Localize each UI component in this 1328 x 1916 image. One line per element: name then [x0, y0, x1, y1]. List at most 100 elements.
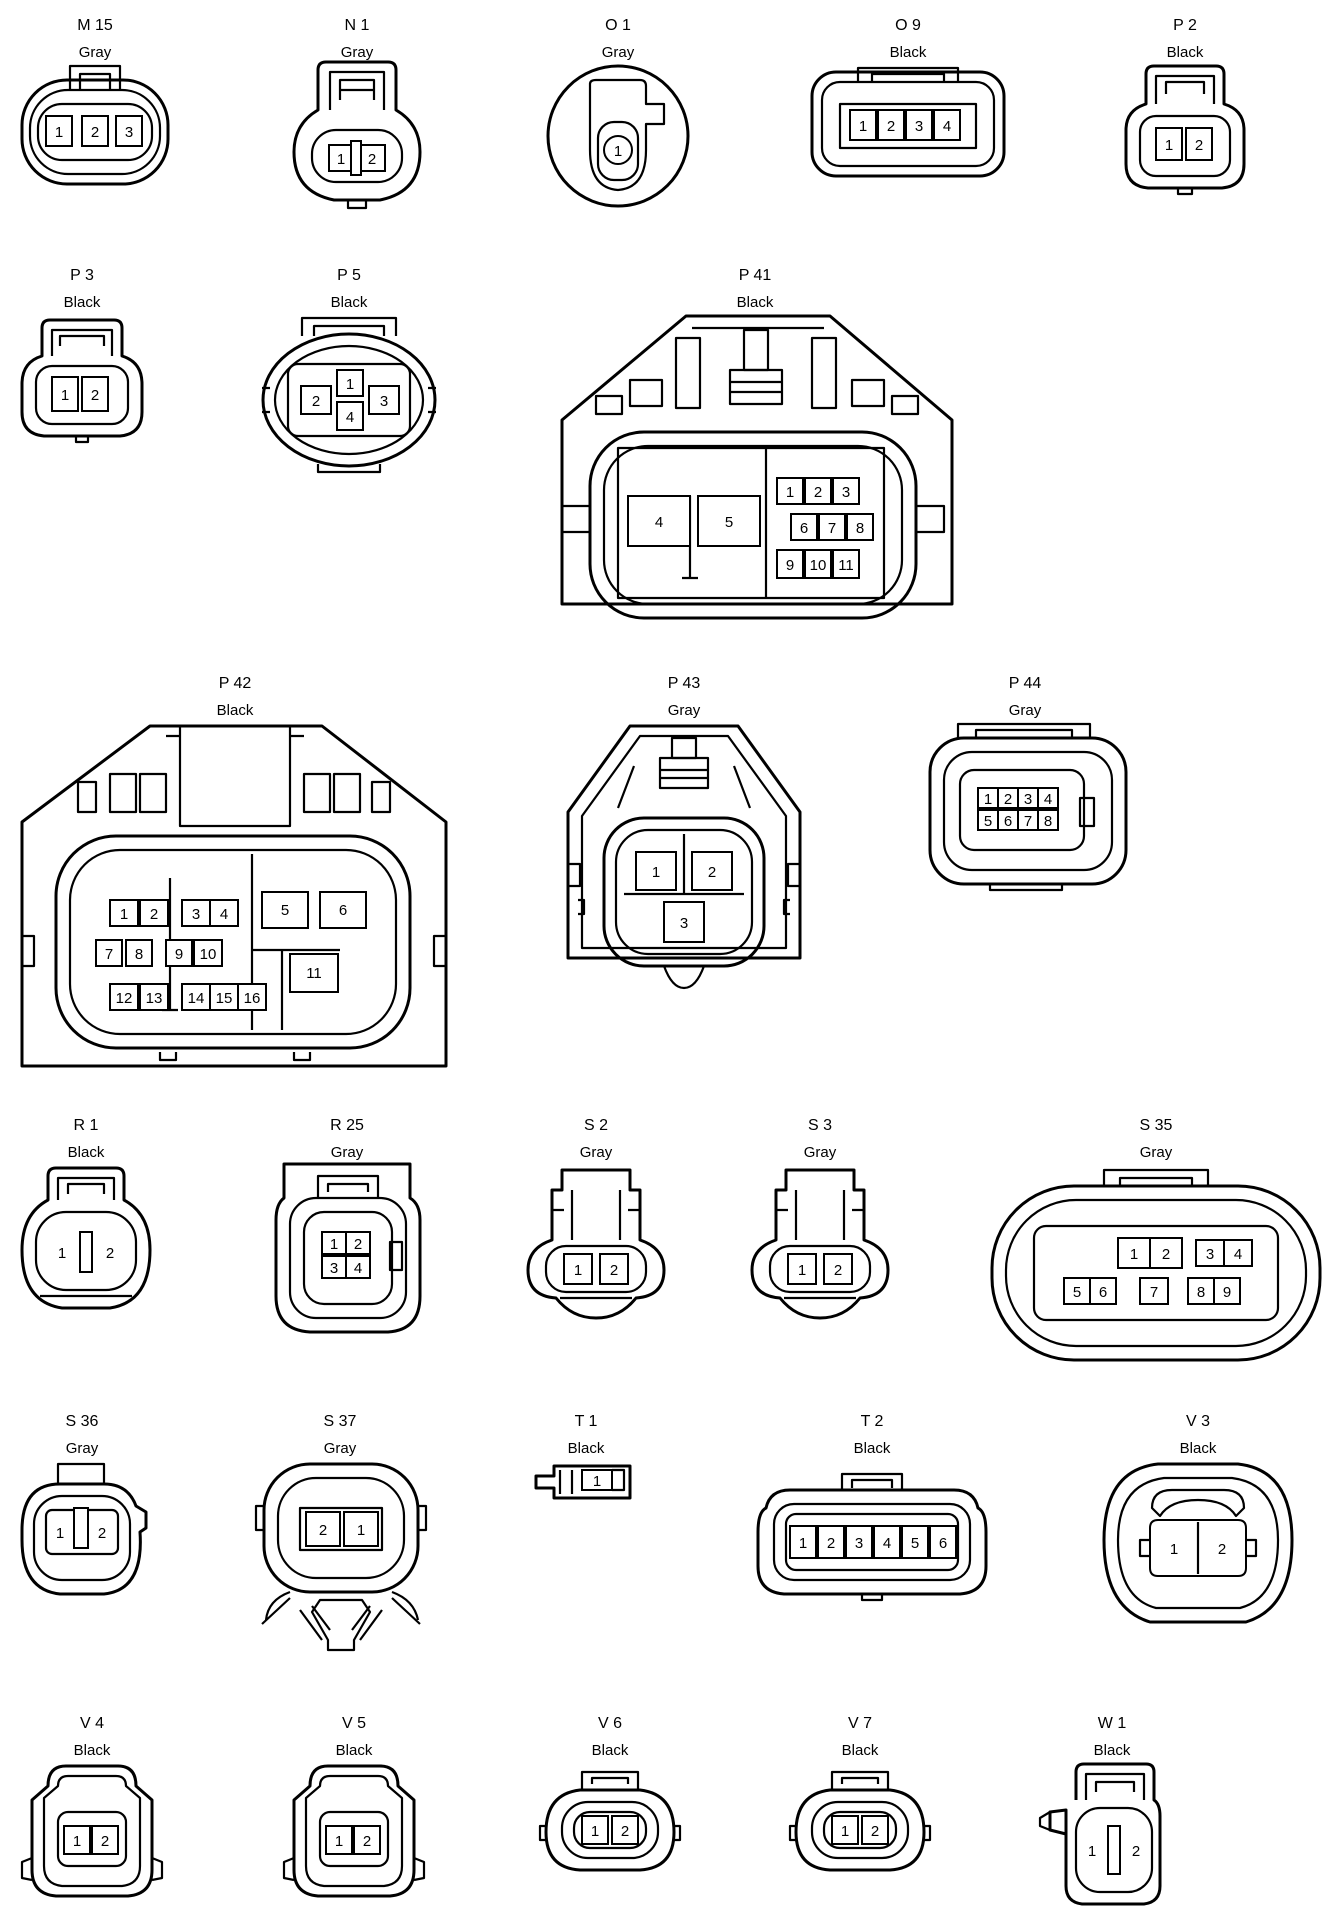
pin-label: 10: [200, 946, 217, 963]
pin-label: 1: [337, 151, 345, 168]
pin-label: 13: [146, 990, 163, 1007]
pin-label: 5: [281, 902, 289, 919]
pin-label: 7: [105, 946, 113, 963]
pin-label: 5: [984, 813, 992, 830]
connector-p43: P 43 Gray 1 2 3: [566, 675, 802, 990]
connector-color: Black: [842, 1742, 879, 1759]
pin-label: 4: [1044, 791, 1052, 808]
connector-code: P 44: [1009, 675, 1042, 692]
pin-label: 6: [339, 902, 347, 919]
pin-label: 1: [56, 1525, 64, 1542]
pin-label: 2: [1132, 1843, 1140, 1860]
pin-label: 1: [1165, 137, 1173, 154]
pin-label: 8: [135, 946, 143, 963]
pin-label: 3: [125, 124, 133, 141]
pin-label: 2: [368, 151, 376, 168]
pin-label: 1: [1130, 1246, 1138, 1263]
pin-label: 14: [188, 990, 205, 1007]
connector-code: P 3: [70, 267, 94, 284]
pin-label: 2: [1218, 1541, 1226, 1558]
connector-color: Gray: [1009, 702, 1042, 719]
connector-code: V 4: [80, 1715, 104, 1732]
pin-label: 9: [175, 946, 183, 963]
pin-label: 8: [856, 520, 864, 537]
pin-label: 2: [1004, 791, 1012, 808]
connector-v7: V 7 Black 1 2: [788, 1715, 932, 1872]
connector-code: S 35: [1140, 1117, 1173, 1134]
pin-label: 2: [312, 393, 320, 410]
pin-label: 8: [1044, 813, 1052, 830]
connector-p3: P 3 Black 1 2: [20, 267, 144, 444]
connector-color: Black: [890, 44, 927, 61]
pin-label: 3: [1206, 1246, 1214, 1263]
pin-label: 2: [106, 1245, 114, 1262]
pin-label: 2: [91, 124, 99, 141]
connector-code: T 2: [861, 1413, 884, 1430]
pin-label: 4: [655, 514, 663, 531]
connector-s37: S 37 Gray 2 1: [254, 1413, 428, 1652]
pin-label: 5: [725, 514, 733, 531]
pin-label: 1: [330, 1236, 338, 1253]
connector-code: V 7: [848, 1715, 872, 1732]
connector-code: P 43: [668, 675, 701, 692]
pin-label: 4: [346, 409, 354, 426]
connector-p42: P 42 Black 1 2 3 4 5 6 7 8 9 10 11 12 13…: [20, 675, 448, 1068]
pin-label: 3: [192, 906, 200, 923]
connector-color: Black: [1180, 1440, 1217, 1457]
connector-code: V 6: [598, 1715, 622, 1732]
connector-v5: V 5 Black 1 2: [282, 1715, 426, 1898]
connector-t2: T 2 Black 1 2 3 4 5 6: [756, 1413, 988, 1602]
connector-code: P 2: [1173, 17, 1197, 34]
pin-label: 9: [786, 557, 794, 574]
connector-color: Gray: [804, 1144, 837, 1161]
pin-label: 1: [799, 1535, 807, 1552]
connector-code: S 36: [66, 1413, 99, 1430]
pin-label: 4: [220, 906, 228, 923]
pin-label: 1: [574, 1262, 582, 1279]
pin-label: 2: [621, 1823, 629, 1840]
connector-code: S 3: [808, 1117, 832, 1134]
connector-color: Gray: [668, 702, 701, 719]
pin-label: 2: [610, 1262, 618, 1279]
connector-code: V 3: [1186, 1413, 1210, 1430]
connector-color: Black: [1167, 44, 1204, 61]
connector-code: N 1: [345, 17, 370, 34]
pin-label: 2: [827, 1535, 835, 1552]
pin-label: 3: [680, 915, 688, 932]
pin-label: 2: [101, 1833, 109, 1850]
connector-color: Gray: [341, 44, 374, 61]
connector-code: R 1: [74, 1117, 99, 1134]
connector-code: S 37: [324, 1413, 357, 1430]
connector-color: Gray: [1140, 1144, 1173, 1161]
pin-label: 1: [859, 118, 867, 135]
pin-label: 6: [1004, 813, 1012, 830]
connector-t1: T 1 Black 1: [534, 1413, 632, 1500]
pin-label: 11: [306, 965, 322, 982]
pin-label: 1: [73, 1833, 81, 1850]
connector-r1: R 1 Black 1 2: [20, 1117, 152, 1310]
pin-label: 2: [363, 1833, 371, 1850]
pin-label: 1: [798, 1262, 806, 1279]
pin-label: 2: [834, 1262, 842, 1279]
connector-color: Black: [64, 294, 101, 311]
pin-label: 6: [800, 520, 808, 537]
pin-label: 1: [346, 376, 354, 393]
pin-label: 3: [842, 484, 850, 501]
connector-code: O 1: [605, 17, 631, 34]
pin-label: 1: [61, 387, 69, 404]
pin-label: 16: [244, 990, 261, 1007]
pin-label: 7: [1150, 1284, 1158, 1301]
connector-color: Black: [336, 1742, 373, 1759]
pin-label: 1: [591, 1823, 599, 1840]
connector-color: Gray: [331, 1144, 364, 1161]
pin-label: 4: [354, 1260, 362, 1277]
pin-label: 2: [1162, 1246, 1170, 1263]
pin-label: 11: [838, 557, 854, 574]
connector-code: O 9: [895, 17, 921, 34]
pin-label: 1: [593, 1473, 601, 1490]
pin-label: 2: [871, 1823, 879, 1840]
connector-v3: V 3 Black 1 2: [1102, 1413, 1294, 1624]
connector-o9: O 9 Black 1 2 3 4: [810, 17, 1006, 178]
connector-p41: P 41 Black 1 2 3 4 5 6 7 8 9 10 11: [560, 267, 954, 620]
connector-color: Black: [592, 1742, 629, 1759]
